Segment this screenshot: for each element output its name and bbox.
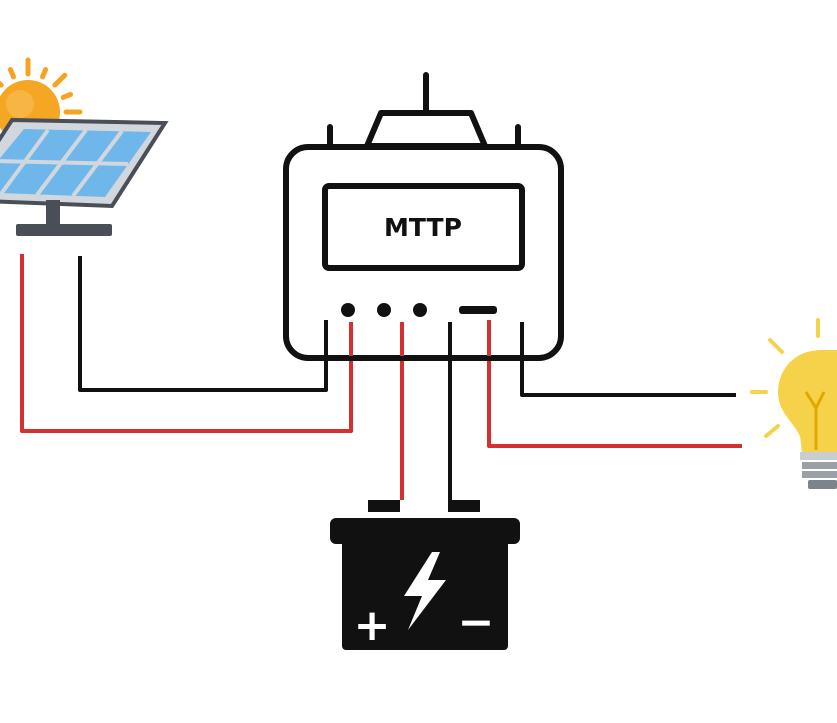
controller-screen [322,183,525,271]
indicator-dot [413,303,427,317]
controller-label: MTTP [384,213,462,242]
light-bulb-icon [750,318,837,489]
sun-ray [7,67,16,80]
sun-ray [0,80,4,88]
battery-negative-label: − [458,597,495,648]
sun-ray [52,72,68,88]
sun-ray [60,91,73,100]
sun-ray [40,67,49,80]
battery-icon: + − [330,500,520,651]
lightning-bolt-icon [404,552,446,630]
battery-positive-label: + [354,600,391,651]
bulb-ray [768,338,784,354]
indicator-dot [377,303,391,317]
solar-panel-icon [0,117,169,236]
wire-panel-positive [20,254,353,433]
controller-device: MTTP [283,72,564,361]
indicator-bar [459,306,497,314]
bulb-ray [764,424,780,438]
wire-load-positive [487,320,742,448]
indicator-dot [341,303,355,317]
